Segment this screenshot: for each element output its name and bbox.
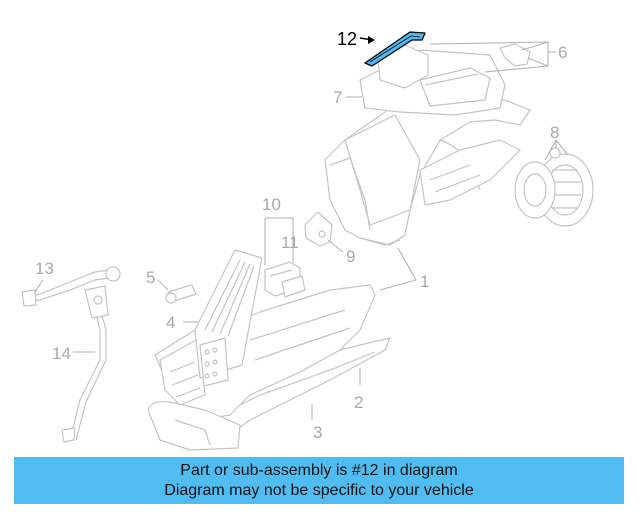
part-12-seal-highlighted[interactable] — [364, 31, 426, 67]
callout-12: 12 — [337, 29, 357, 49]
info-banner: Part or sub-assembly is #12 in diagram D… — [14, 457, 624, 504]
callout-13: 13 — [35, 259, 54, 278]
part-4-heater-core — [194, 249, 263, 387]
leader-lines — [34, 41, 569, 420]
part-11-connector — [281, 275, 306, 298]
banner-line-disclaimer: Diagram may not be specific to your vehi… — [164, 481, 474, 499]
callout-14: 14 — [52, 344, 71, 363]
callout-7: 7 — [333, 88, 342, 107]
callout-4: 4 — [166, 313, 175, 332]
part-5-valve — [165, 284, 197, 304]
callout-2: 2 — [354, 393, 363, 412]
part-8-blower-wheel — [514, 147, 594, 227]
part-9-clip — [304, 211, 333, 247]
part-6-bracket — [499, 43, 531, 67]
callout-11: 11 — [281, 233, 299, 252]
callout-12-arrowhead — [368, 36, 375, 44]
callout-8: 8 — [550, 123, 559, 142]
lower-heater-case — [147, 284, 376, 451]
callout-6: 6 — [558, 43, 567, 62]
callout-3: 3 — [313, 423, 322, 442]
callout-10: 10 — [262, 195, 281, 214]
part-13-hose — [21, 266, 121, 307]
callout-9: 9 — [346, 247, 355, 266]
part-14-tube — [61, 285, 109, 443]
part-1-upper-case — [324, 94, 531, 246]
part-7-frame — [359, 44, 506, 116]
parts-diagram: 1 2 3 4 5 6 7 8 9 10 11 12 13 14 — [21, 29, 594, 451]
callout-1: 1 — [420, 272, 429, 291]
callout-5: 5 — [146, 268, 155, 287]
banner-line-part-number: Part or sub-assembly is #12 in diagram — [180, 461, 458, 479]
